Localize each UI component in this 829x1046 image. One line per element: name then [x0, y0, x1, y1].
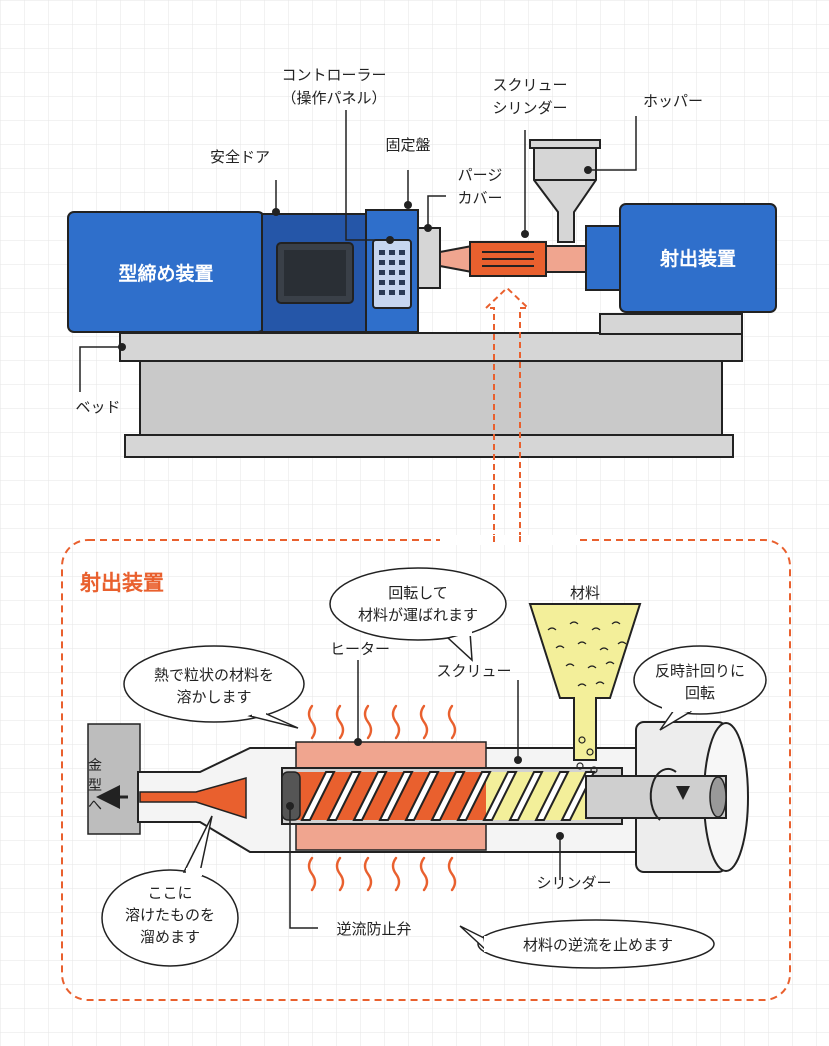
purge-cover-label-2: カバー: [457, 189, 502, 207]
hopper-rim: [529, 139, 601, 149]
to-mold-2: 型: [88, 778, 102, 794]
bed-base: [124, 434, 734, 458]
hopper: [533, 144, 597, 243]
rotation-arrow-icon: [649, 767, 677, 821]
bubble-rotate: [329, 567, 507, 641]
controller-label-1: コントローラー: [281, 66, 386, 84]
bubble-rotate-line2: 材料が運ばれます: [358, 606, 478, 624]
controller-label-2: （操作パネル）: [281, 89, 386, 107]
bubble-store: [101, 869, 239, 967]
clamping-unit-label: 型締め装置: [118, 262, 213, 285]
purge-cover-label-1: パージ: [458, 166, 503, 184]
bubble-store-line2: 溶けたものを: [125, 906, 215, 924]
bubble-ccw: [633, 645, 767, 715]
bed-top: [119, 332, 743, 362]
injection-detail: 金 型 へ: [87, 567, 767, 969]
detail-panel-frame: [61, 539, 791, 1001]
bubble-ccw-line2: 回転: [685, 684, 715, 702]
drive-shaft: [585, 775, 727, 819]
material-hopper: [528, 603, 642, 761]
purge-cover: [417, 227, 441, 289]
leader-lines-top: [79, 110, 637, 392]
injection-unit-label: 射出装置: [659, 247, 736, 270]
check-valve-label: 逆流防止弁: [336, 920, 411, 938]
check-valve: [281, 771, 301, 821]
heat-waves-icon: [307, 704, 457, 892]
detail-title: 射出装置: [79, 571, 164, 595]
cylinder-label: シリンダー: [536, 874, 611, 892]
bubble-heat: [123, 645, 305, 723]
bubble-rotate-line1: 回転して: [388, 584, 448, 602]
screw-cylinder-lines: [482, 251, 534, 267]
rotation-arrow-head-icon: [676, 786, 690, 800]
bubble-heat-line2: 溶かします: [176, 688, 251, 706]
hopper-label: ホッパー: [643, 92, 703, 110]
shaft-end: [709, 776, 727, 818]
detail-frame-gap: [440, 535, 580, 545]
leader-lines-detail: [289, 660, 561, 929]
cylinder-extension: [545, 245, 591, 273]
control-panel-buttons: [379, 250, 405, 295]
bubble-store-line1: ここに: [147, 884, 192, 902]
bubble-ccw-line1: 反時計回りに: [655, 662, 745, 680]
injection-base: [599, 313, 743, 335]
screw-label: スクリュー: [436, 662, 511, 680]
bubble-store-line3: 溜めます: [140, 928, 200, 946]
mold-block: [87, 723, 141, 835]
bubble-backflow-text: 材料の逆流を止めます: [523, 936, 673, 954]
heater-bottom: [295, 821, 487, 851]
detail-connector: [483, 286, 531, 540]
screw-cylinder-label-2: シリンダー: [492, 99, 567, 117]
fixed-platen-label: 固定盤: [385, 136, 430, 154]
melted-material: [139, 777, 247, 820]
bubble-backflow: [477, 919, 715, 969]
machine-overview: 型締め装置 射出装置: [67, 66, 777, 540]
heater-label: ヒーター: [330, 640, 390, 658]
safety-door-window-inner: [284, 250, 346, 296]
material-label: 材料: [570, 584, 600, 602]
bubble-heat-line1: 熱で粒状の材料を: [154, 666, 274, 684]
heater-top: [295, 741, 487, 769]
screw-flights: [300, 771, 596, 821]
leader-dots-top: [118, 166, 592, 351]
bed-label: ベッド: [75, 398, 120, 416]
safety-door-label: 安全ドア: [210, 148, 270, 166]
bed-body: [139, 360, 723, 436]
to-mold-1: 金: [88, 758, 102, 774]
injection-coupling: [585, 225, 625, 291]
to-mold-3: へ: [88, 798, 102, 814]
material-pellets: [547, 621, 627, 774]
injection-unit: [619, 203, 777, 313]
screw-cylinder-label-1: スクリュー: [492, 76, 567, 94]
speech-bubbles: [101, 567, 767, 969]
